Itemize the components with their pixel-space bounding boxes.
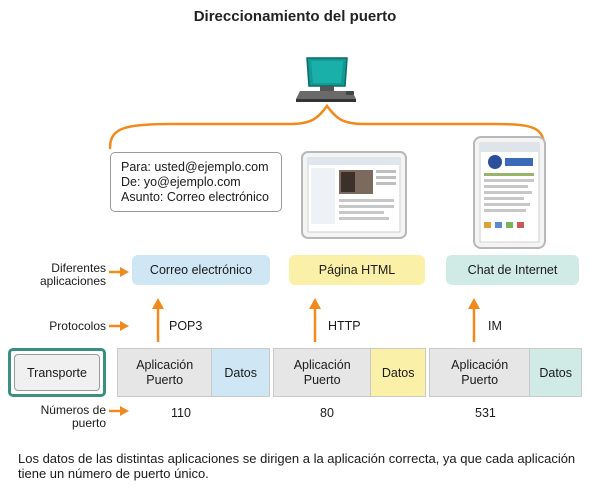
- transport-label: Transporte: [14, 354, 100, 391]
- protocols-label: Protocolos: [49, 319, 106, 333]
- segment-data: Datos: [212, 349, 269, 396]
- port-80: 80: [320, 406, 334, 420]
- applications-label: Diferentes aplicaciones: [39, 261, 106, 288]
- diagram-title: Direccionamiento del puerto: [193, 8, 397, 25]
- app-email-box: Correo electrónico: [132, 255, 270, 285]
- webpage-thumbnail: [301, 151, 407, 239]
- computer-icon: [296, 57, 356, 102]
- segment-data: Datos: [371, 349, 425, 396]
- footnote-text: Los datos de las distintas aplicaciones …: [18, 451, 576, 481]
- chat-phone-thumbnail: [473, 136, 546, 249]
- email-from-line: De: yo@ejemplo.com: [121, 175, 241, 189]
- segment-data: Datos: [530, 349, 581, 396]
- protocol-im: IM: [488, 319, 502, 333]
- app-chat-box: Chat de Internet: [446, 255, 579, 285]
- email-to-line: Para: usted@ejemplo.com: [121, 160, 269, 174]
- protocol-http: HTTP: [328, 319, 361, 333]
- distribution-brace: [108, 103, 546, 150]
- port-531: 531: [475, 406, 496, 420]
- email-subject-line: Asunto: Correo electrónico: [121, 190, 269, 204]
- transport-box: Transporte: [8, 348, 106, 397]
- email-preview-box: Para: usted@ejemplo.com De: yo@ejemplo.c…: [110, 152, 282, 212]
- app-html-box: Página HTML: [289, 255, 425, 285]
- port-numbers-label: Números de puerto: [40, 403, 106, 430]
- port-110: 110: [171, 406, 191, 420]
- protocol-pop3: POP3: [169, 319, 203, 333]
